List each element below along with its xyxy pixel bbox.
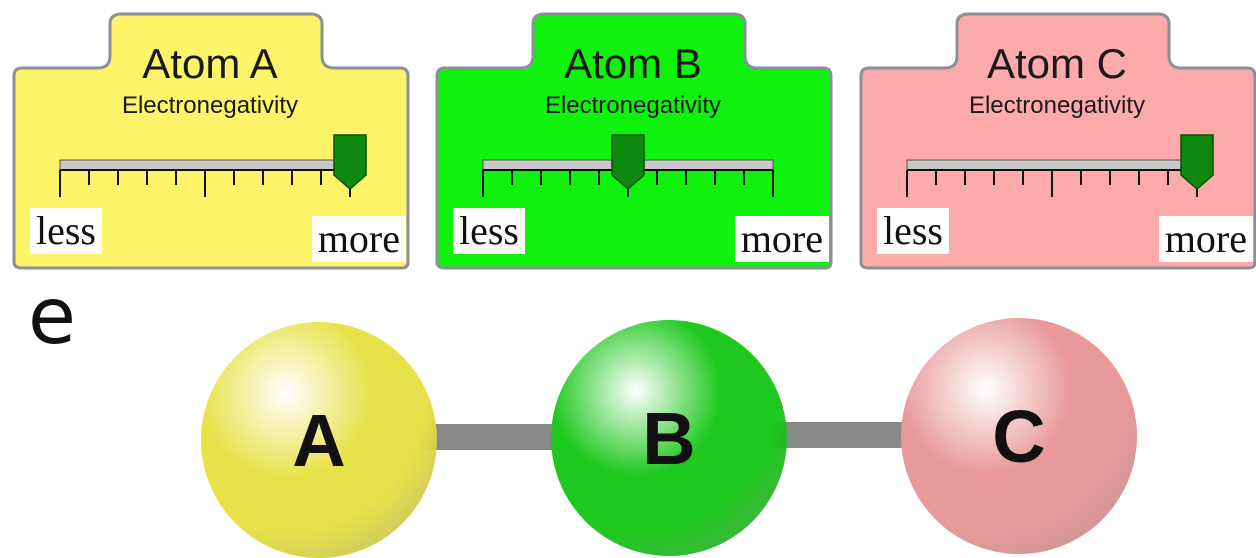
slider-track bbox=[59, 159, 351, 171]
atom-c-label: C bbox=[992, 394, 1046, 478]
slider-thumb bbox=[333, 134, 367, 190]
atom-c-sphere[interactable]: C bbox=[901, 318, 1137, 554]
panel-c-tab-outline bbox=[859, 12, 1256, 270]
atom-b-panel: Atom B Electronegativity less more bbox=[433, 10, 833, 270]
slider-track bbox=[906, 159, 1198, 171]
panel-c-more-label: more bbox=[1158, 216, 1253, 262]
panel-b-more-label: more bbox=[734, 216, 829, 262]
atom-a-sphere[interactable]: A bbox=[201, 322, 437, 558]
panel-b-property-label: Electronegativity bbox=[544, 92, 722, 119]
panel-a-more-label: more bbox=[311, 216, 406, 262]
panel-b-electronegativity-slider[interactable] bbox=[433, 10, 833, 270]
panel-a-tab-outline bbox=[12, 12, 410, 270]
panel-a-electronegativity-slider[interactable] bbox=[10, 10, 410, 270]
cropped-letter: e bbox=[28, 272, 76, 362]
panel-b-title: Atom B bbox=[564, 40, 702, 87]
panel-a-title: Atom A bbox=[142, 40, 278, 87]
panel-c-electronegativity-slider[interactable] bbox=[857, 10, 1256, 270]
slider-thumb bbox=[611, 134, 645, 190]
panel-c-title: Atom C bbox=[986, 40, 1128, 87]
bond-a-b bbox=[420, 424, 570, 450]
atom-a-panel: Atom A Electronegativity less more bbox=[10, 10, 410, 270]
atom-b-sphere[interactable]: B bbox=[551, 320, 787, 556]
panel-c-property-label: Electronegativity bbox=[968, 92, 1146, 119]
atom-c-panel: Atom C Electronegativity less more bbox=[857, 10, 1256, 270]
slider-thumb bbox=[1180, 134, 1214, 190]
panel-a-less-label: less bbox=[30, 208, 102, 254]
atom-b-label: B bbox=[642, 396, 696, 480]
atom-a-label: A bbox=[292, 398, 346, 482]
panel-a-shape bbox=[12, 12, 410, 270]
panel-c-less-label: less bbox=[877, 208, 949, 254]
panel-c-shape bbox=[859, 12, 1256, 270]
panel-a-property-label: Electronegativity bbox=[121, 92, 299, 119]
panel-b-less-label: less bbox=[453, 208, 525, 254]
